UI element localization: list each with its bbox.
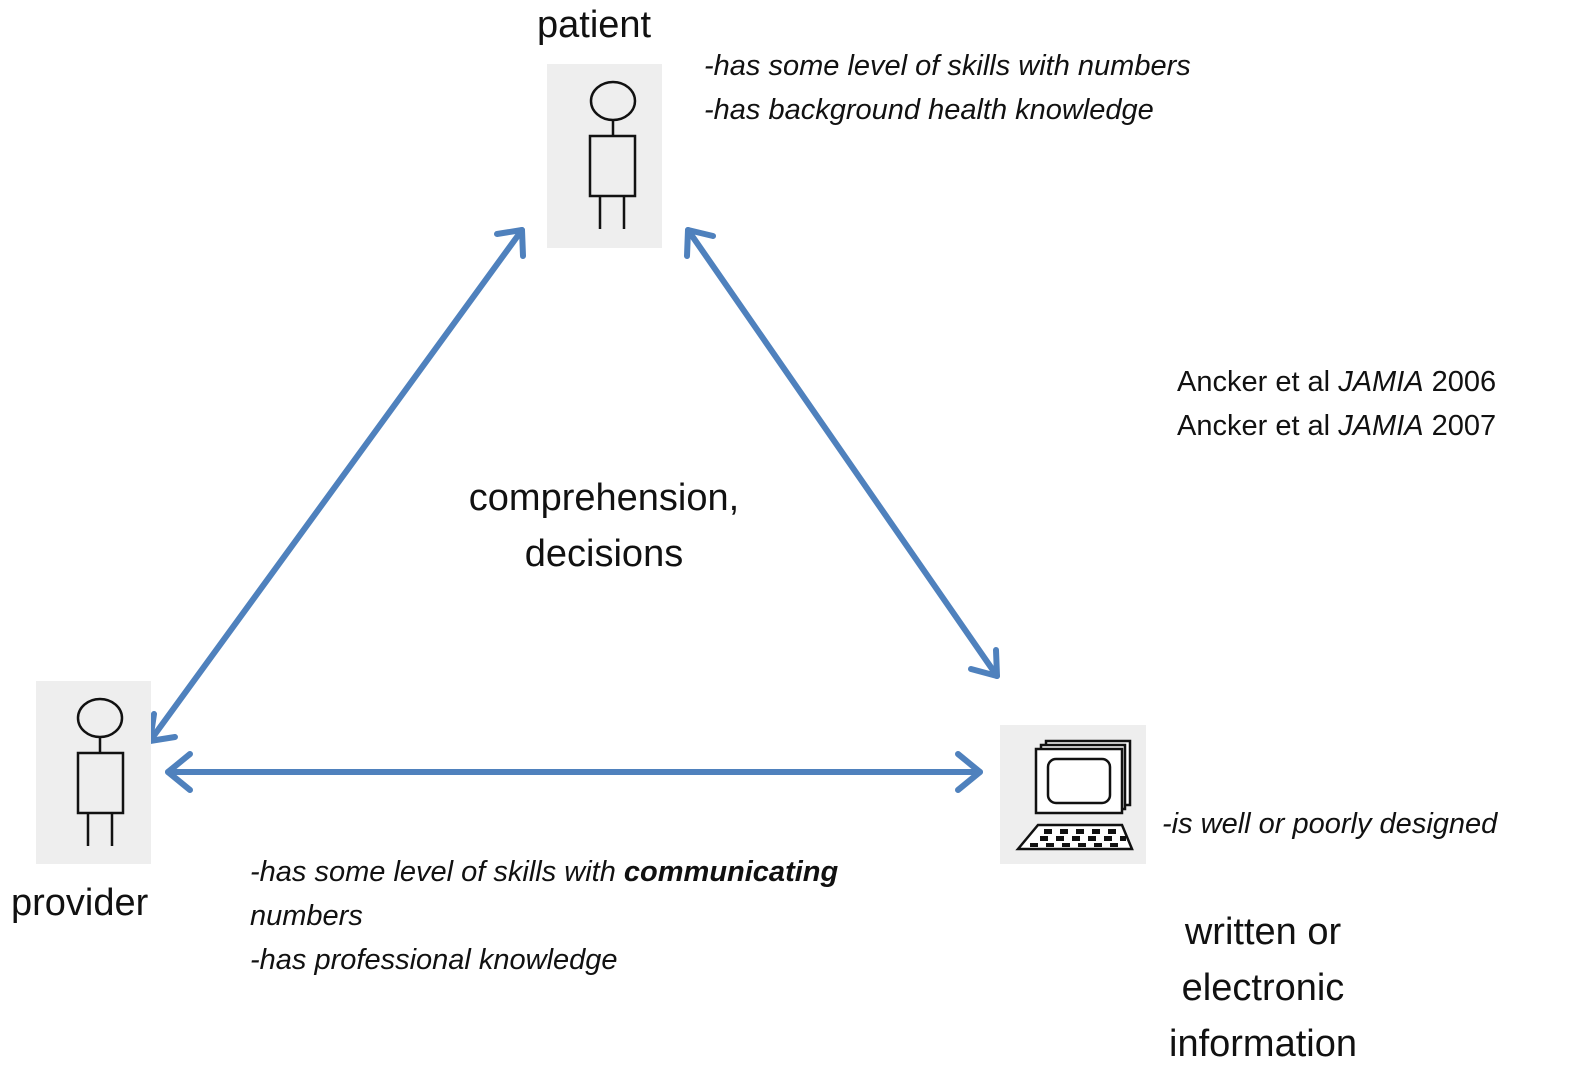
- citations: Ancker et al JAMIA 2006 Ancker et al JAM…: [1177, 360, 1496, 448]
- person-icon: [588, 80, 637, 229]
- patient-note-2: -has background health knowledge: [704, 94, 1154, 126]
- patient-label: patient: [537, 4, 652, 46]
- provider-icon-box: [36, 681, 151, 864]
- patient-notes: -has some level of skills with numbers -…: [704, 44, 1191, 132]
- arrowhead-patient-end: [494, 227, 526, 259]
- information-label: written or electronic information: [1133, 904, 1393, 1072]
- arrow-patient-provider: [147, 227, 525, 744]
- center-label-line-2: decisions: [524, 533, 684, 575]
- arrow-patient-information: [685, 227, 1000, 679]
- computer-icon: [1015, 739, 1134, 851]
- patient-note-1: -has some level of skills with numbers: [704, 50, 1191, 82]
- information-label-line-2: electronic: [1181, 967, 1345, 1009]
- provider-note-line-1: -has some level of skills with communica…: [250, 856, 839, 888]
- arrowhead-information-end: [968, 647, 1000, 679]
- arrowhead-patient-end-2: [684, 227, 716, 259]
- citation-2: Ancker et al JAMIA 2007: [1177, 410, 1497, 442]
- arrowhead-information-end-2: [955, 751, 983, 793]
- citation-1: Ancker et al JAMIA 2006: [1177, 366, 1497, 398]
- patient-icon-box: [547, 64, 662, 248]
- arrowhead-provider-end-2: [165, 751, 193, 793]
- provider-label: provider: [11, 882, 149, 924]
- information-icon-box: [1000, 725, 1146, 864]
- information-label-line-3: information: [1169, 1023, 1357, 1065]
- provider-note-line-2: numbers: [250, 900, 363, 932]
- provider-notes: -has some level of skills with communica…: [250, 850, 838, 982]
- person-icon: [76, 697, 125, 846]
- center-label-line-1: comprehension,: [468, 477, 740, 519]
- information-label-line-1: written or: [1184, 911, 1342, 953]
- provider-note-line-3: -has professional knowledge: [250, 944, 618, 976]
- information-note: -is well or poorly designed: [1162, 808, 1498, 840]
- center-label: comprehension, decisions: [434, 470, 774, 582]
